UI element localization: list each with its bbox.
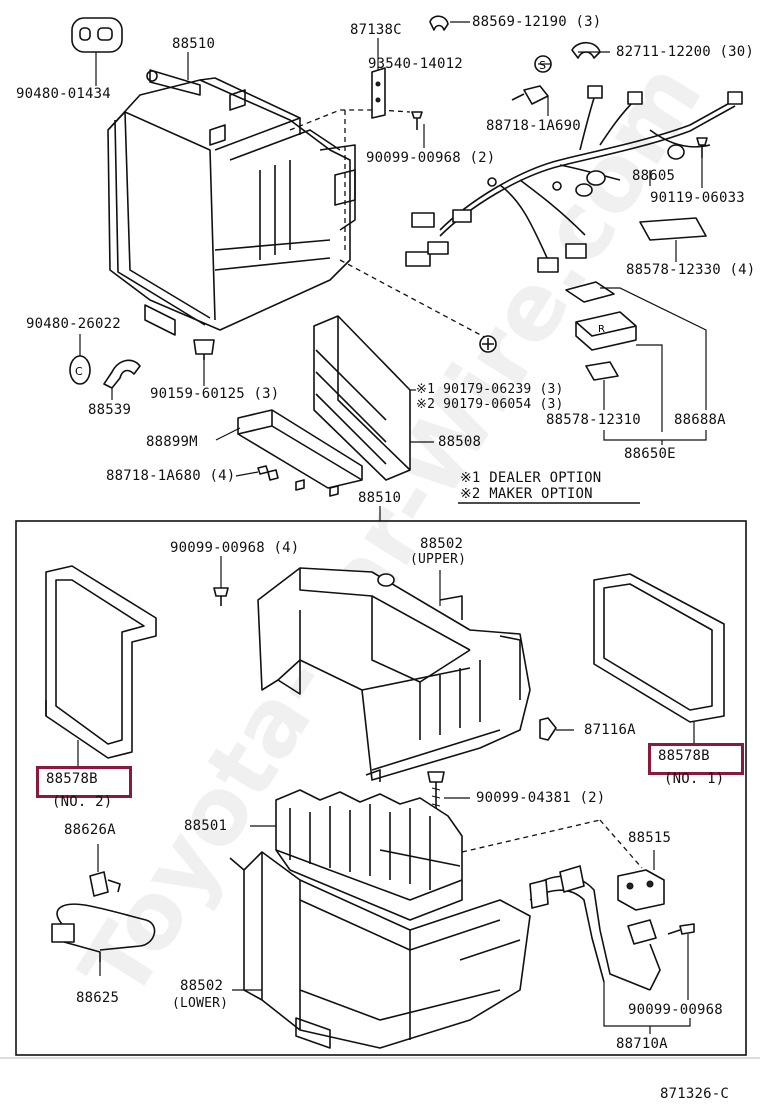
- grommet-90480-26022: C: [69, 355, 91, 385]
- screw-90099-00968-r: [667, 923, 695, 935]
- label-88626a: 88626A: [64, 822, 116, 838]
- label-87138c: 87138C: [350, 22, 402, 38]
- label-88569-12190: 88569-12190 (3): [472, 14, 602, 30]
- valve-88515: [617, 869, 665, 911]
- pad-88578-12310: [585, 361, 619, 381]
- screw-90099-00968-4: [213, 587, 229, 606]
- svg-text:S: S: [539, 59, 546, 72]
- label-88502-lower: 88502: [180, 978, 224, 994]
- clip-88569: [429, 15, 449, 31]
- label-88710a: 88710A: [616, 1036, 668, 1052]
- label-88502-upper: 88502: [420, 536, 464, 552]
- label-290179-06054: ※2 90179-06054 (3): [416, 397, 564, 412]
- label-88899m: 88899M: [146, 434, 198, 450]
- clip-87116a: [539, 717, 557, 741]
- pad-88578-12330: [639, 217, 707, 241]
- note-dealer-option: ※1 DEALER OPTION: [460, 470, 602, 486]
- label-88688a: 88688A: [674, 412, 726, 428]
- label-88510-assembly: 88510: [358, 490, 402, 506]
- wire-88625: [51, 903, 156, 962]
- amplifier-88899m: [237, 409, 363, 497]
- label-90099-00968-right: 90099-00968: [628, 1002, 723, 1018]
- sensor-part: [511, 85, 549, 105]
- label-88578b-right-sub: (NO. 1): [664, 771, 725, 787]
- lower-assembly-frame: [15, 520, 747, 1056]
- label-90099-04381: 90099-04381 (2): [476, 790, 606, 806]
- evaporator-88501: [275, 789, 463, 921]
- lower-case-88502: [229, 851, 531, 1049]
- label-88502-lower-sub: (LOWER): [172, 996, 229, 1011]
- bolt-90119: [696, 137, 708, 158]
- label-90159-60125: 90159-60125 (3): [150, 386, 280, 402]
- label-87116a: 87116A: [584, 722, 636, 738]
- wire-harness-88605: [405, 85, 743, 273]
- label-90119-06033: 90119-06033: [650, 190, 745, 206]
- clip-near-filter: [479, 335, 497, 353]
- label-88625: 88625: [76, 990, 120, 1006]
- label-90099-00968-4: 90099-00968 (4): [170, 540, 300, 556]
- screw-88718-1a680: [257, 465, 279, 481]
- clip-82711: [571, 41, 601, 59]
- label-88510-top: 88510: [172, 36, 216, 52]
- diagram-code: 871326-C: [660, 1086, 730, 1102]
- label-88650e: 88650E: [624, 446, 676, 462]
- grommet-part: [71, 17, 123, 53]
- pipe-88710a: [529, 865, 661, 991]
- filter-88508: [313, 315, 411, 481]
- label-88502-upper-sub: (UPPER): [410, 552, 467, 567]
- screw-part: [411, 111, 423, 130]
- svg-text:C: C: [75, 365, 83, 378]
- label-88578-12330: 88578-12330 (4): [626, 262, 756, 278]
- upper-case-88502: [257, 567, 531, 782]
- label-88578b-left-sub: (NO. 2): [52, 794, 113, 810]
- highlight-88578b-left: [36, 766, 132, 798]
- cooler-unit-assembly: [107, 69, 356, 336]
- label-90480-26022: 90480-26022: [26, 316, 121, 332]
- amplifier-88688a: R: [565, 281, 637, 351]
- thermistor-88626a: [89, 871, 121, 897]
- screw-90159: [193, 339, 215, 360]
- label-88605: 88605: [632, 168, 676, 184]
- label-90099-00968-2: 90099-00968 (2): [366, 150, 496, 166]
- label-190179-06239: ※1 90179-06239 (3): [416, 382, 564, 397]
- label-90480-01434: 90480-01434: [16, 86, 111, 102]
- label-88578b-left: 88578B: [46, 771, 98, 787]
- seal-frame-no1: [593, 573, 725, 723]
- label-88718-1a690: 88718-1A690: [486, 118, 581, 134]
- note-maker-option: ※2 MAKER OPTION: [460, 486, 593, 502]
- label-88515: 88515: [628, 830, 672, 846]
- label-88578b-right: 88578B: [658, 748, 710, 764]
- svg-text:R: R: [598, 324, 605, 335]
- label-93540-14012: 93540-14012: [368, 56, 463, 72]
- clamp-bracket-part: [371, 67, 386, 119]
- label-88578-12310: 88578-12310: [546, 412, 641, 428]
- label-88718-1a680: 88718-1A680 (4): [106, 468, 236, 484]
- drain-hose-88539: [103, 359, 141, 389]
- label-82711-12200: 82711-12200 (30): [616, 44, 755, 60]
- label-88501: 88501: [184, 818, 228, 834]
- label-88508: 88508: [438, 434, 482, 450]
- highlight-88578b-right: [648, 743, 744, 775]
- seal-frame-no2: [45, 565, 157, 759]
- label-88539: 88539: [88, 402, 132, 418]
